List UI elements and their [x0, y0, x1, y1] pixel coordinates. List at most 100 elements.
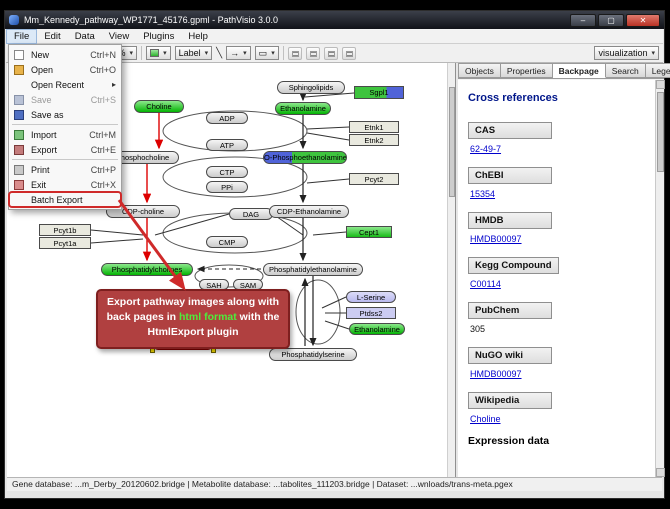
xref-link[interactable]: 62-49-7: [470, 144, 502, 154]
xref-link[interactable]: 15354: [470, 189, 496, 199]
menu-item-export[interactable]: Export Ctrl+E: [9, 142, 121, 157]
xref-source-label[interactable]: HMDB: [468, 212, 552, 229]
window-title: Mm_Kennedy_pathway_WP1771_45176.gpml - P…: [24, 15, 278, 25]
xref-section-wikipedia: Wikipedia Choline: [468, 390, 645, 424]
menu-bar: File Edit Data View Plugins Help: [6, 28, 663, 44]
node-pcyt1b[interactable]: Pcyt1b: [39, 224, 91, 236]
node-cept1[interactable]: Cept1: [346, 226, 392, 238]
label-tool-select[interactable]: Label ▾: [174, 46, 213, 60]
expression-data-heading: Expression data: [468, 435, 550, 447]
scroll-up-button[interactable]: [656, 80, 665, 89]
node-cmp[interactable]: CMP: [206, 236, 248, 248]
menu-item-new[interactable]: New Ctrl+N: [9, 47, 121, 62]
status-bar: Gene database: ...m_Derby_20120602.bridg…: [7, 477, 662, 491]
xref-source-label[interactable]: Kegg Compound: [468, 257, 559, 274]
node-atp[interactable]: ATP: [206, 139, 248, 151]
xref-section-pubchem: PubChem 305: [468, 300, 645, 334]
node-ctp[interactable]: CTP: [206, 166, 248, 178]
xref-source-label[interactable]: ChEBI: [468, 167, 552, 184]
menu-item-open[interactable]: Open Ctrl+O: [9, 62, 121, 77]
node-adp[interactable]: ADP: [206, 112, 248, 124]
menu-plugins[interactable]: Plugins: [143, 30, 175, 42]
node-ppi[interactable]: PPi: [206, 181, 248, 193]
canvas-vertical-scrollbar[interactable]: [447, 63, 455, 477]
close-button[interactable]: ✕: [626, 13, 660, 27]
xref-link[interactable]: C00114: [470, 279, 501, 289]
menu-data[interactable]: Data: [74, 30, 95, 42]
node-sgpl1[interactable]: Sgpl1: [354, 86, 404, 99]
datanode-swatch-icon: [150, 49, 160, 57]
node-phosphatidylserine[interactable]: Phosphatidylserine: [269, 348, 357, 361]
arrow-tool-select[interactable]: → ▾: [226, 46, 251, 60]
align-horizontal-icon[interactable]: [287, 46, 302, 60]
no-icon: [13, 80, 27, 90]
xref-source-label[interactable]: CAS: [468, 122, 552, 139]
node-pcyt1a[interactable]: Pcyt1a: [39, 237, 91, 249]
xref-section-chebi: ChEBI 15354: [468, 165, 645, 199]
node-etnk2[interactable]: Etnk2: [349, 134, 399, 146]
tab-objects[interactable]: Objects: [458, 63, 501, 78]
xref-section-hmdb: HMDB HMDB00097: [468, 210, 645, 244]
chevron-down-icon: ▾: [129, 50, 134, 57]
distribute-horizontal-icon[interactable]: [323, 46, 338, 60]
tab-properties[interactable]: Properties: [500, 63, 553, 78]
node-choline[interactable]: Choline: [134, 100, 184, 113]
xref-link[interactable]: HMDB00097: [470, 234, 522, 244]
menu-separator: [12, 124, 118, 125]
menu-item-save-as[interactable]: Save as: [9, 107, 121, 122]
shape-tool-select[interactable]: ▭ ▾: [254, 46, 279, 60]
datanode-type-select[interactable]: ▾: [146, 46, 171, 60]
node-sphingolipids[interactable]: Sphingolipids: [277, 81, 345, 94]
menu-help[interactable]: Help: [188, 30, 208, 42]
node-cdp-ethanolamine[interactable]: CDP-Ethanolamine: [269, 205, 349, 218]
tab-backpage[interactable]: Backpage: [552, 63, 606, 78]
menu-item-save[interactable]: Save Ctrl+S: [9, 92, 121, 107]
node-dag[interactable]: DAG: [229, 208, 273, 220]
node-phosphatidylethanolamine[interactable]: Phosphatidylethanolamine: [263, 263, 363, 276]
menu-item-open-recent[interactable]: Open Recent ▸: [9, 77, 121, 92]
menu-file[interactable]: File: [6, 28, 38, 44]
side-panel-tabs: Objects Properties Backpage Search Legen…: [458, 63, 670, 79]
menu-item-exit[interactable]: Exit Ctrl+X: [9, 177, 121, 192]
chevron-down-icon: ▾: [243, 50, 247, 57]
line-tool-icon[interactable]: ╲: [216, 47, 223, 59]
visualization-select[interactable]: visualization ▾: [594, 46, 659, 60]
panel-vertical-scrollbar[interactable]: [655, 80, 665, 477]
new-file-icon: [13, 49, 27, 60]
node-phosphatidylcholines[interactable]: Phosphatidylcholines: [101, 263, 193, 276]
chevron-down-icon: ▾: [163, 50, 167, 57]
menu-item-import[interactable]: Import Ctrl+M: [9, 127, 121, 142]
menu-item-print[interactable]: Print Ctrl+P: [9, 162, 121, 177]
minimize-button[interactable]: –: [570, 13, 596, 27]
tab-legend[interactable]: Legend: [645, 63, 670, 78]
printer-icon: [13, 164, 27, 175]
scroll-down-button[interactable]: [656, 468, 665, 477]
menu-item-batch-export[interactable]: Batch Export: [8, 191, 122, 208]
xref-source-label[interactable]: PubChem: [468, 302, 552, 319]
node-pcyt2[interactable]: Pcyt2: [349, 173, 399, 185]
xref-link[interactable]: Choline: [470, 414, 501, 424]
node-ptdss2[interactable]: Ptdss2: [346, 307, 396, 319]
node-etnk1[interactable]: Etnk1: [349, 121, 399, 133]
xref-source-label[interactable]: Wikipedia: [468, 392, 552, 409]
xref-source-label[interactable]: NuGO wiki: [468, 347, 552, 364]
menu-view[interactable]: View: [108, 30, 130, 42]
maximize-button[interactable]: ▢: [598, 13, 624, 27]
scrollbar-thumb[interactable]: [657, 92, 664, 172]
scrollbar-thumb[interactable]: [449, 87, 455, 197]
node-o-phosphoethanolamine[interactable]: O-Phosphoethanolamine: [263, 151, 347, 164]
distribute-vertical-icon[interactable]: [341, 46, 356, 60]
node-l-serine[interactable]: L-Serine: [346, 291, 396, 303]
shape-tool-icon: ▭: [258, 47, 268, 58]
menu-edit[interactable]: Edit: [44, 30, 61, 42]
xref-link[interactable]: HMDB00097: [470, 369, 522, 379]
tab-search[interactable]: Search: [605, 63, 646, 78]
file-menu: New Ctrl+N Open Ctrl+O Open Recent ▸ Sav…: [8, 44, 122, 210]
node-ethanolamine-bottom[interactable]: Ethanolamine: [349, 323, 405, 335]
align-vertical-icon[interactable]: [305, 46, 320, 60]
xref-value: 305: [470, 324, 486, 334]
chevron-down-icon: ▾: [271, 50, 275, 57]
title-bar[interactable]: Mm_Kennedy_pathway_WP1771_45176.gpml - P…: [5, 11, 664, 29]
submenu-arrow-icon: ▸: [111, 80, 116, 89]
node-ethanolamine-top[interactable]: Ethanolamine: [275, 102, 331, 115]
